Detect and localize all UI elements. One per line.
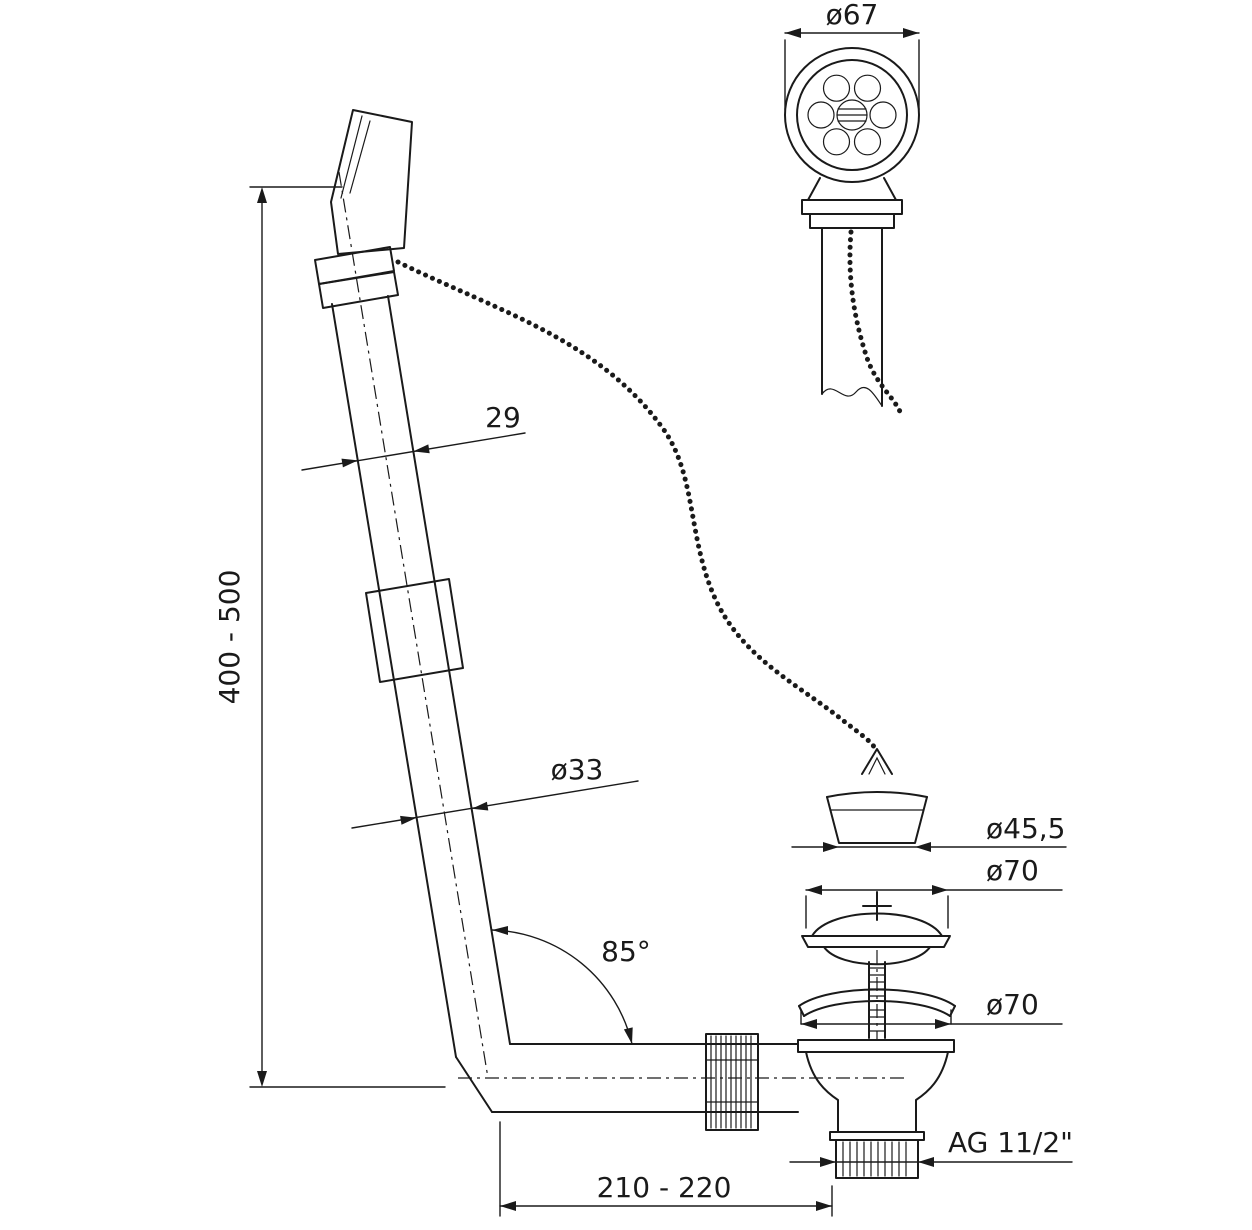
label-waste-pipe-diameter: ø33 (551, 753, 604, 786)
strainer-hole (869, 101, 897, 129)
basket-screw-cross (862, 891, 892, 921)
label-outlet-thread: AG 11/2" (948, 1126, 1073, 1159)
drain-outlet-body (797, 1039, 955, 1179)
tailpiece-flange (801, 199, 903, 215)
drain-body-band (829, 1131, 925, 1141)
label-overflow-pipe-diameter: 29 (485, 401, 521, 434)
drain-flange (797, 1039, 955, 1053)
dim-ext-height (249, 186, 446, 1088)
tailpiece-taper (807, 177, 897, 201)
label-plug-diameter: ø45,5 (986, 812, 1065, 845)
tailpiece-locknut (809, 213, 895, 229)
washer-top (798, 988, 956, 1007)
overflow-head-face-line (340, 115, 363, 199)
strainer-top-view (784, 47, 920, 407)
overflow-head (330, 109, 413, 255)
plug-and-chain (395, 229, 928, 844)
label-strainer-top-diameter: ø67 (826, 0, 879, 31)
dim-ext-length (499, 1121, 833, 1217)
dimension-labels: ø67 29 400 - 500 ø33 85° ø45,5 ø70 ø70 A… (213, 0, 1073, 1204)
strainer-basket-assembly (798, 891, 956, 1040)
dimensions (249, 28, 1073, 1217)
basket-dome (811, 912, 943, 937)
pipe-nut (705, 1033, 759, 1131)
dim-ext-phi67 (784, 39, 920, 111)
label-elbow-angle: 85° (601, 935, 651, 968)
strainer-hole (822, 74, 851, 102)
dim-line-29 (301, 432, 526, 471)
strainer-hole (853, 128, 882, 156)
washer-bottom (803, 1000, 951, 1017)
elbow-chamfer (455, 1056, 493, 1113)
screw-stem-upper-threads (868, 967, 886, 997)
screw-stem-lower-threads (868, 1009, 886, 1032)
overflow-collar-upper (314, 246, 395, 285)
plug-chain-holder (861, 748, 893, 775)
strainer-inner-rim (796, 59, 908, 171)
dim-ext-phi70b (800, 1009, 952, 1025)
plug-top-curve (826, 791, 928, 798)
label-overflow-height-range: 400 - 500 (213, 570, 246, 705)
pipe-sleeve-coupling (365, 578, 464, 683)
strainer-center-screw-hatch (836, 108, 868, 122)
diagonal-centerline (338, 171, 489, 1079)
screw-stem-lower (868, 1001, 886, 1039)
drain-body-left-side (805, 1051, 839, 1133)
dim-arc-85deg (491, 929, 633, 1045)
strainer-hole (822, 128, 851, 156)
bead-chain-long (395, 259, 879, 753)
bead-chain-short (847, 229, 904, 417)
pipe-break-line (821, 386, 883, 407)
strainer-hole (807, 101, 835, 129)
dim-ext-phi70a (805, 895, 949, 929)
label-washer-diameter: ø70 (986, 988, 1039, 1021)
overflow-collar-lower (318, 271, 399, 309)
outlet-thread-outline (835, 1139, 919, 1179)
label-horizontal-length-range: 210 - 220 (597, 1171, 732, 1204)
dim-line-phi33 (351, 780, 639, 829)
drain-body-right-side (915, 1051, 949, 1133)
strainer-outer-rim (784, 47, 920, 183)
basket-bowl (823, 946, 931, 966)
basket-rim (801, 935, 951, 948)
tailpiece-pipe (821, 227, 883, 407)
overflow-head-face-line (349, 120, 371, 194)
label-strainer-diameter: ø70 (986, 854, 1039, 887)
plug-body (826, 796, 928, 844)
strainer-hole (853, 74, 882, 102)
overflow-pipe-assembly (314, 109, 908, 1131)
outlet-thread-hatching (842, 1141, 907, 1177)
plug-chain-holder-inner (868, 756, 886, 775)
